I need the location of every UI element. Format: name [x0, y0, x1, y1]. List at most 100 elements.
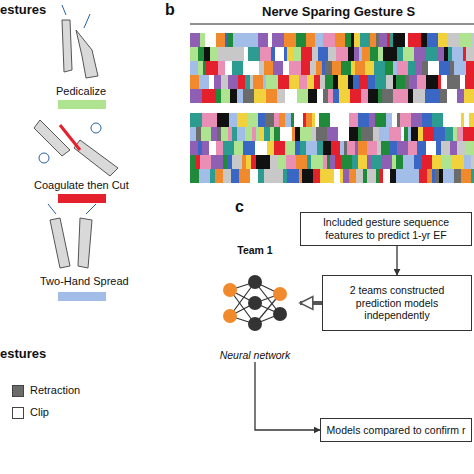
- gesture-bar: [401, 127, 404, 141]
- network-neuron: [273, 307, 287, 321]
- gesture-bar: [289, 61, 301, 75]
- gesture-bar: [247, 113, 258, 127]
- gesture-bar: [405, 75, 409, 89]
- gesture-bar: [225, 61, 232, 75]
- gesture-bar: [450, 141, 457, 155]
- box-text: Included gesture sequence features to pr…: [305, 216, 467, 241]
- gesture-bar: [396, 155, 403, 169]
- gesture-bar: [361, 89, 368, 103]
- gesture-bar: [328, 47, 336, 61]
- gesture-bar: [268, 33, 272, 47]
- input-box: Included gesture sequence features to pr…: [300, 212, 472, 246]
- gesture-bar: [448, 47, 452, 61]
- gesture-bar: [393, 75, 396, 89]
- gesture-bar: [323, 141, 331, 155]
- gesture-bar: [280, 127, 292, 141]
- gesture-bar: [315, 113, 319, 127]
- panel-heading: estures: [0, 346, 46, 361]
- gesture-bar: [359, 75, 368, 89]
- gesture-bar: [229, 47, 238, 61]
- gesture-bar: [239, 169, 250, 183]
- gesture-bar: [319, 113, 330, 127]
- gesture-bar: [466, 141, 471, 155]
- gesture-bar: [439, 169, 443, 183]
- gesture-bar: [469, 113, 474, 127]
- gesture-bar: [345, 33, 351, 47]
- gesture-bar: [386, 75, 393, 89]
- gesture-bar: [380, 169, 383, 183]
- gesture-bar: [387, 33, 390, 47]
- gesture-bar: [284, 33, 287, 47]
- gesture-bar: [367, 155, 372, 169]
- gesture-bar: [260, 127, 264, 141]
- gesture-bar: [397, 47, 403, 61]
- gesture-bar: [422, 155, 432, 169]
- gesture-bar: [471, 33, 474, 47]
- gesture-bar: [396, 169, 407, 183]
- instrument-sketch: [48, 204, 96, 268]
- gesture-bar: [315, 33, 323, 47]
- gesture-bar: [335, 33, 345, 47]
- gesture-bar: [370, 47, 378, 61]
- gesture-bar: [454, 169, 461, 183]
- instrument-sketch: [34, 120, 118, 176]
- gesture-bar: [279, 113, 285, 127]
- gesture-bar: [429, 89, 440, 103]
- gesture-bar: [216, 89, 221, 103]
- gesture-bar: [307, 155, 311, 169]
- gesture-bar: [190, 169, 199, 183]
- gesture-bar: [464, 155, 471, 169]
- gesture-bar: [340, 169, 343, 183]
- gesture-bar: [246, 155, 251, 169]
- gesture-bar: [330, 155, 335, 169]
- gesture-bar: [457, 89, 464, 103]
- gesture-bar: [232, 155, 242, 169]
- gesture-bar: [228, 33, 233, 47]
- gesture-bar: [190, 75, 199, 89]
- gesture-bar: [221, 75, 228, 89]
- panel-heading: Nerve Sparing Gesture S: [262, 4, 415, 19]
- gesture-bar: [255, 141, 267, 155]
- gesture-bar: [271, 47, 275, 61]
- gesture-bar: [211, 155, 223, 169]
- gesture-bar: [460, 33, 471, 47]
- gesture-bar: [333, 75, 338, 89]
- gesture-bar: [441, 155, 452, 169]
- gesture-bar: [205, 33, 216, 47]
- gesture-bar: [242, 155, 246, 169]
- gesture-bar: [202, 75, 209, 89]
- gesture-bar: [312, 47, 318, 61]
- gesture-bar: [428, 61, 439, 75]
- gesture-bar: [274, 127, 280, 141]
- panel-letter: b: [165, 1, 175, 19]
- gesture-bar: [265, 113, 274, 127]
- gesture-bar: [422, 61, 428, 75]
- gesture-bar: [256, 155, 262, 169]
- gesture-bar: [294, 113, 303, 127]
- gesture-bar: [327, 127, 338, 141]
- gesture-bar: [335, 155, 341, 169]
- gesture-bar: [201, 127, 211, 141]
- gesture-bar: [419, 169, 427, 183]
- gesture-bar: [375, 75, 386, 89]
- gesture-bar: [299, 75, 307, 89]
- gesture-bar: [223, 169, 231, 183]
- gesture-bar: [439, 61, 450, 75]
- gesture-bar: [303, 113, 306, 127]
- gesture-bar: [376, 169, 380, 183]
- gesture-bar: [209, 113, 217, 127]
- gesture-bar: [415, 61, 422, 75]
- gesture-bar: [361, 127, 373, 141]
- gesture-bar: [408, 127, 411, 141]
- gesture-bar: [245, 75, 250, 89]
- gesture-bar: [360, 33, 370, 47]
- legend-text: Clip: [30, 406, 49, 418]
- gesture-bar: [441, 127, 445, 141]
- gesture-bar: [348, 47, 354, 61]
- gesture-bar: [228, 75, 238, 89]
- gesture-bar: [295, 141, 300, 155]
- gesture-bar: [350, 89, 361, 103]
- gesture-bar: [461, 113, 464, 127]
- gesture-bar: [338, 75, 348, 89]
